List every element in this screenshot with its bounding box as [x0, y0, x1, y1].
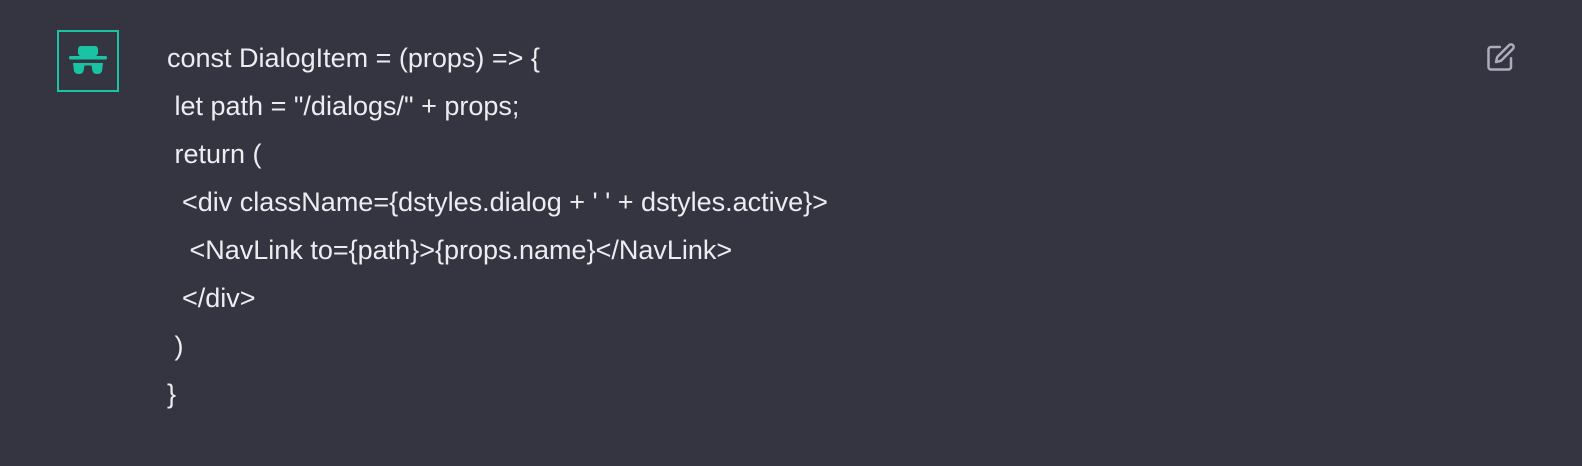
message-line: <div className={dstyles.dialog + ' ' + d…	[167, 187, 828, 217]
message-line: return (	[167, 139, 262, 169]
message-line: let path = "/dialogs/" + props;	[167, 91, 520, 121]
user-avatar	[57, 30, 119, 92]
incognito-icon	[69, 46, 107, 74]
message-line: }	[167, 379, 177, 409]
message-line: const DialogItem = (props) => {	[167, 43, 540, 73]
message-line: </div>	[167, 283, 256, 313]
edit-message-button[interactable]	[1484, 40, 1518, 74]
message-content: const DialogItem = (props) => { let path…	[167, 34, 1462, 418]
message-line: )	[167, 331, 184, 361]
edit-icon	[1487, 43, 1515, 71]
message-line: <NavLink to={path}>{props.name}</NavLink…	[167, 235, 733, 265]
